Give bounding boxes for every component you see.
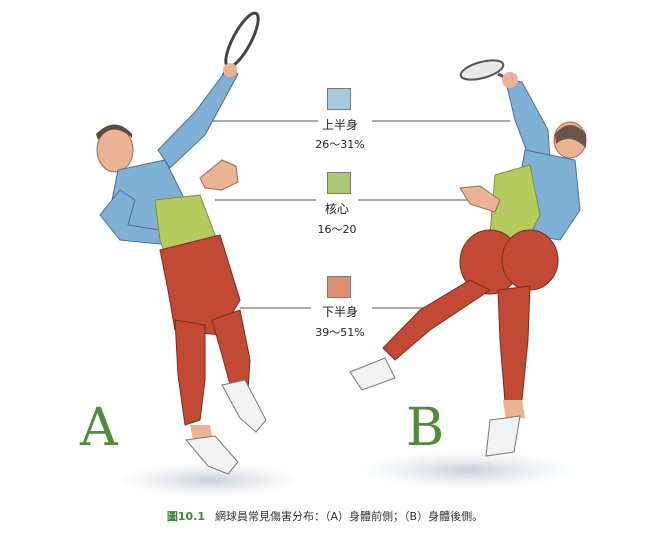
racket-front [221,11,260,77]
caption-text: 網球員常見傷害分布：（A）身體前側；（B）身體後側。 [215,510,484,523]
panel-label-a: A [80,398,118,458]
racket-back [459,59,505,81]
legend-range-core: 16～20 [317,223,357,236]
athlete-back-figure [349,59,587,457]
legend-range-upper-body: 26～31% [315,138,365,151]
ground-shadow-b [358,450,578,490]
figure-caption: 圖10.1 網球員常見傷害分布：（A）身體前側；（B）身體後側。 [0,508,650,524]
legend-label-core: 核心 [324,202,349,216]
legend-label-lower-body: 下半身 [321,305,358,319]
leader-lines [200,120,510,309]
figure-number: 圖10.1 [166,510,206,523]
panel-label-b: B [406,398,445,458]
legend-range-lower-body: 39～51% [315,326,365,339]
athlete-front-figure [96,11,267,475]
legend-swatch-upper-body [327,88,351,110]
legend-label-upper-body: 上半身 [321,118,358,132]
legend-swatch-lower-body [327,276,351,298]
legend-swatch-core [327,172,351,194]
ground-shadow-a [115,462,305,498]
